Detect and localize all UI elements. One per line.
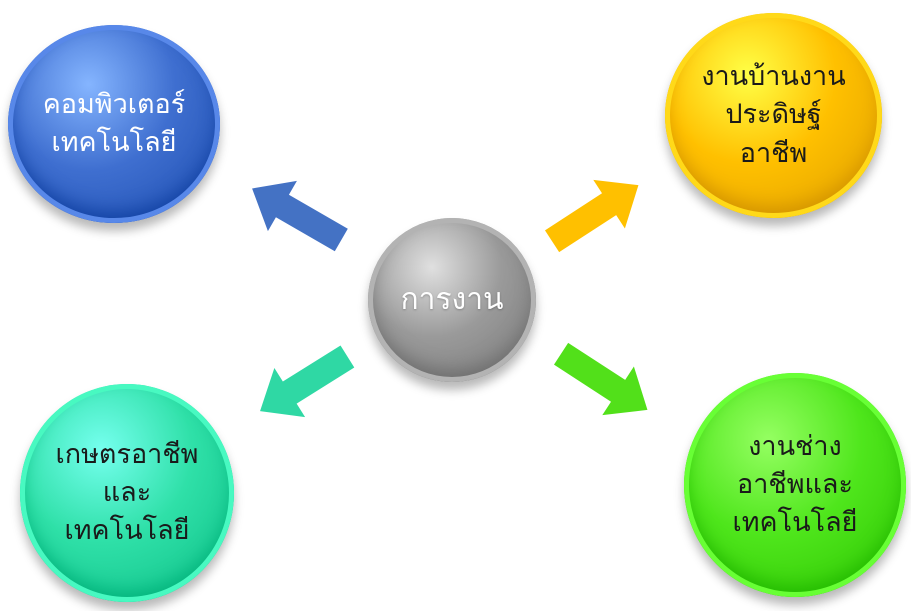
arrow-to-home [544,179,639,253]
node-home-label: งานบ้านงาน ประดิษฐ์ อาชีพ [701,61,846,169]
node-agriculture: เกษตรอาชีพ และ เทคโนโลยี [20,384,234,602]
node-computer-label: คอมพิวเตอร์ เทคโนโลยี [42,88,186,158]
arrow-to-agriculture [260,345,355,418]
arrow-to-computer [252,180,348,252]
node-computer-technology: คอมพิวเตอร์ เทคโนโลยี [8,25,220,223]
center-node-label: การงาน [400,281,504,317]
node-home-economics: งานบ้านงาน ประดิษฐ์ อาชีพ [665,13,882,218]
node-craft-label: งานช่าง อาชีพและ เทคโนโลยี [732,430,858,539]
arrow-to-craft [553,342,648,416]
center-node: การงาน [368,218,536,382]
node-craft: งานช่าง อาชีพและ เทคโนโลยี [684,373,906,597]
node-agriculture-label: เกษตรอาชีพ และ เทคโนโลยี [55,438,199,547]
